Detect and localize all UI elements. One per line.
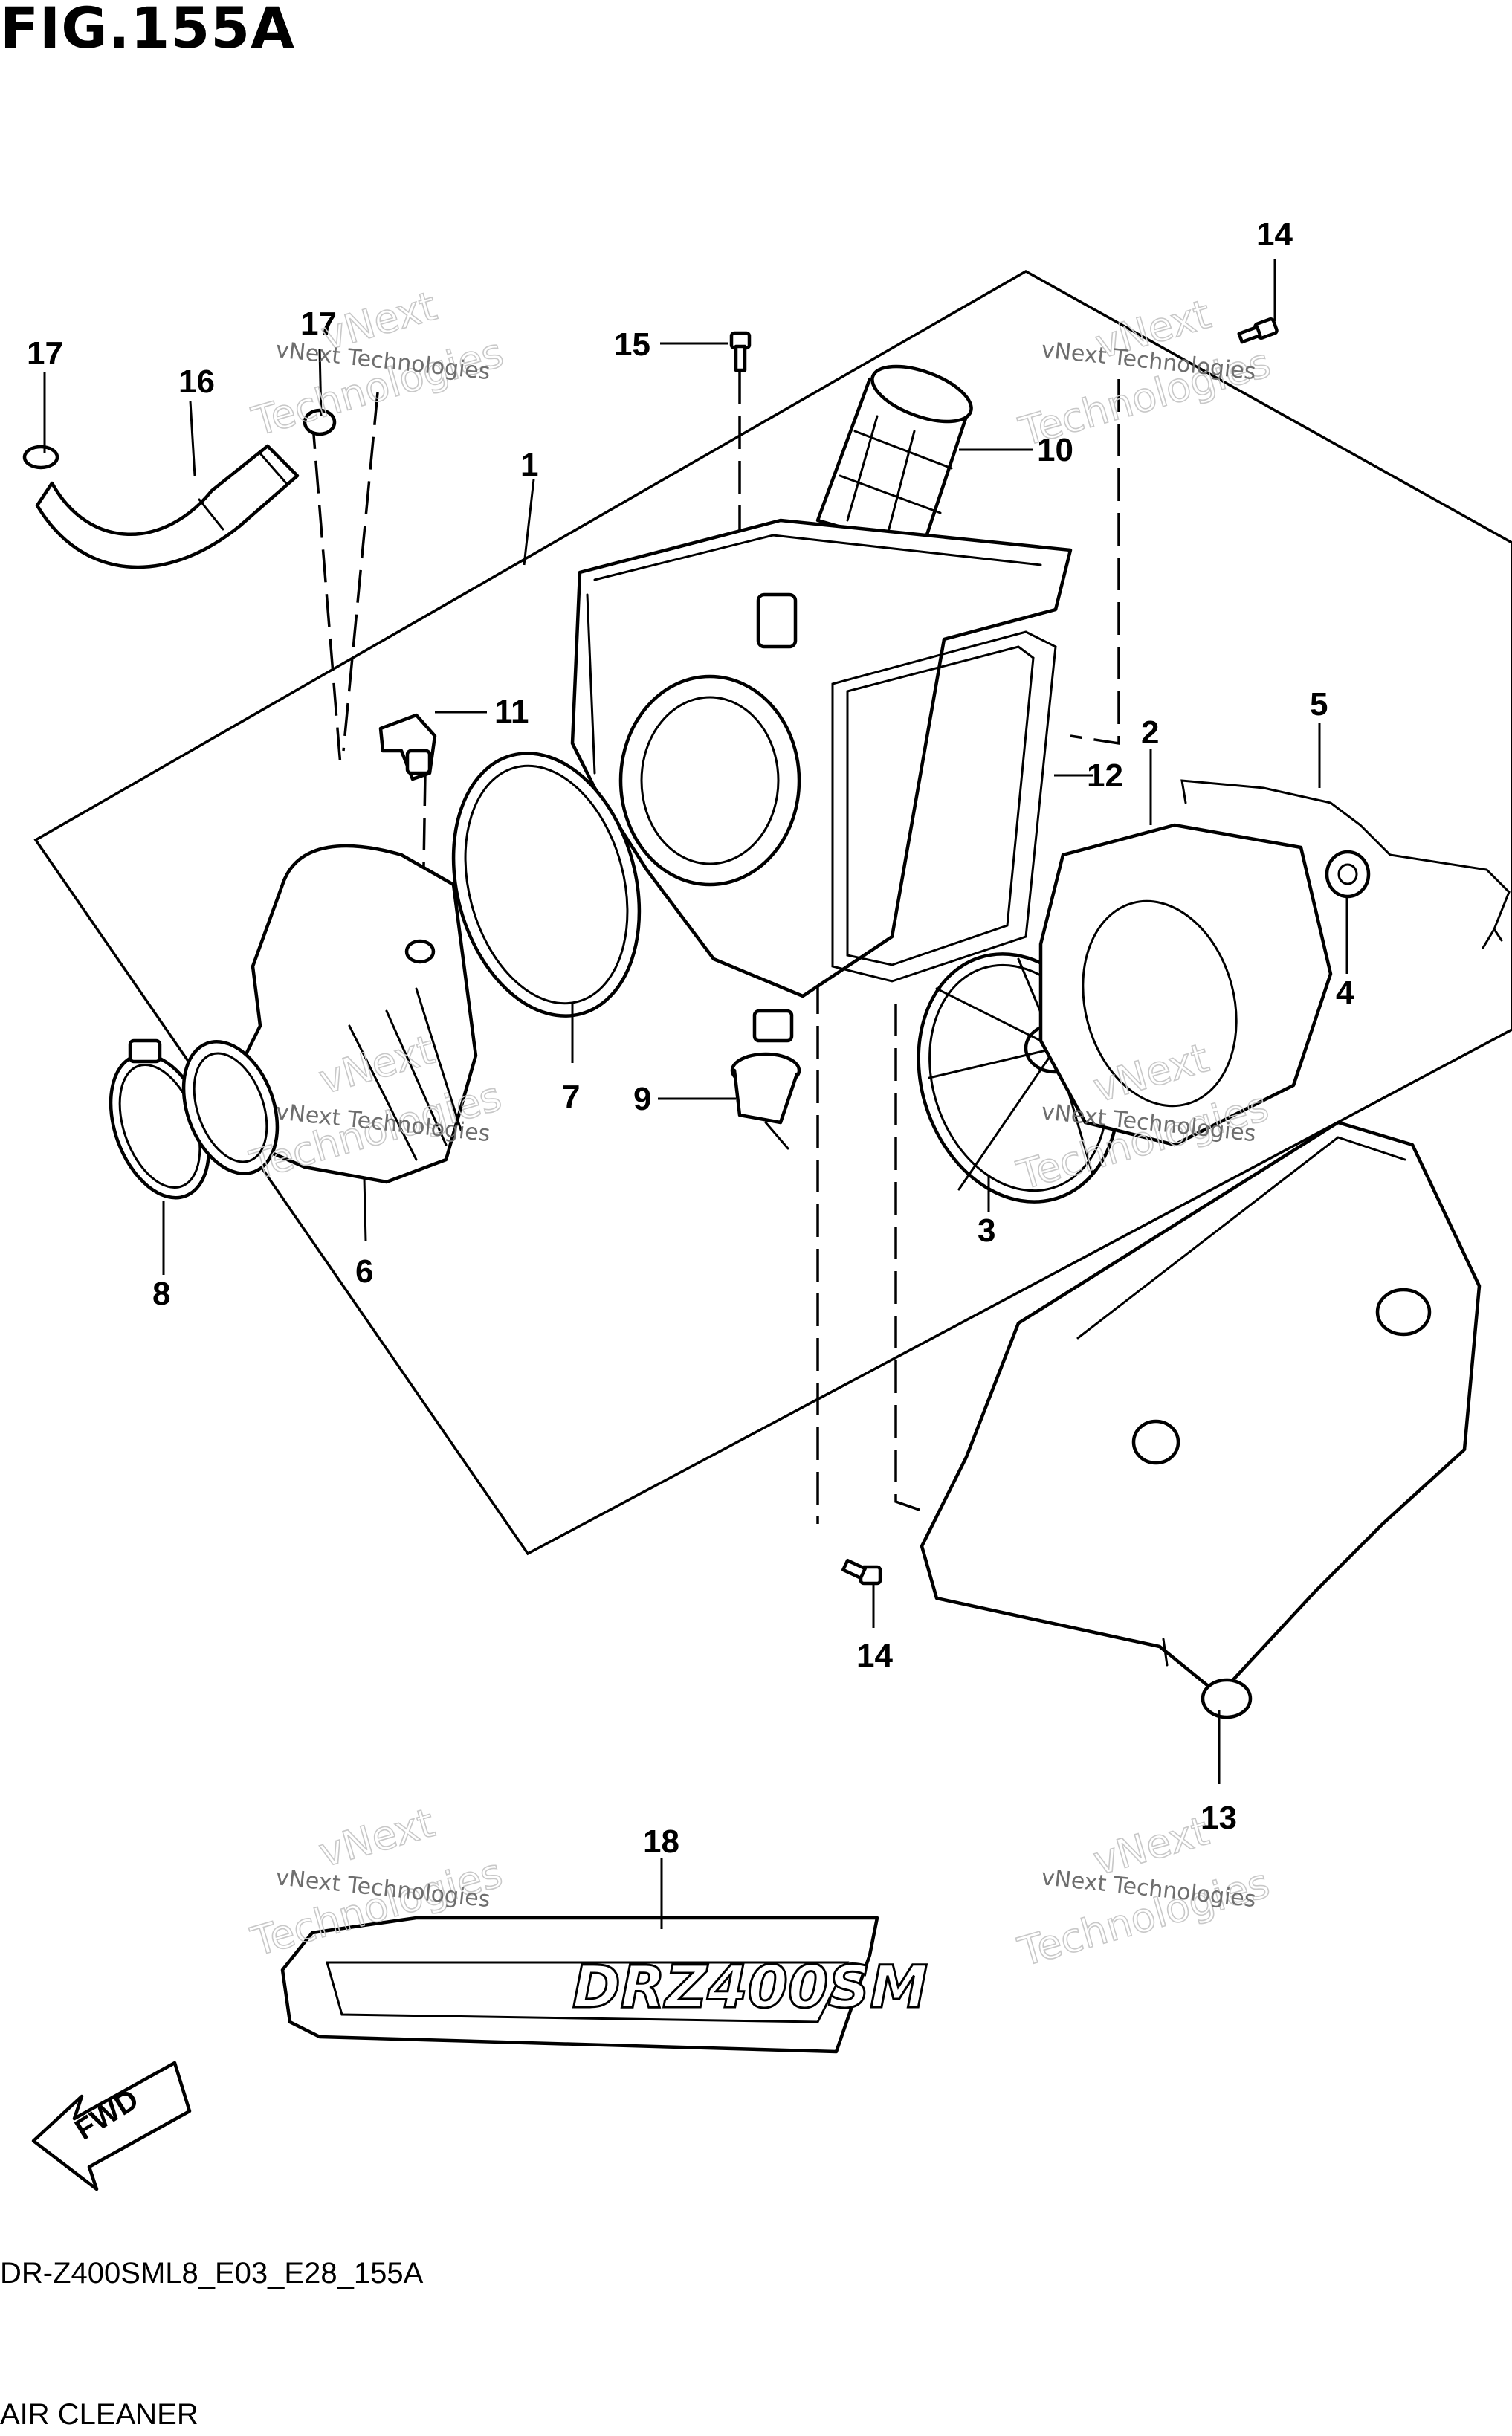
callout-7: 7 xyxy=(562,1079,580,1115)
spring-wire xyxy=(1180,779,1511,949)
callout-4: 4 xyxy=(1336,975,1354,1011)
callout-18: 18 xyxy=(643,1823,679,1860)
callout-2: 2 xyxy=(1141,714,1159,751)
grommet xyxy=(1325,850,1371,899)
callout-10: 10 xyxy=(1037,432,1073,468)
callout-12: 12 xyxy=(1087,757,1123,794)
callout-13: 13 xyxy=(1201,1800,1237,1836)
leader-lines xyxy=(43,259,1348,1929)
callout-1: 1 xyxy=(520,447,538,483)
assembly-frame xyxy=(33,269,1512,1556)
callout-14-top: 14 xyxy=(1256,216,1293,253)
callout-14-bottom: 14 xyxy=(856,1638,893,1674)
figure-title: FIG.155A xyxy=(0,0,295,61)
intake-boot xyxy=(815,364,973,552)
case-gasket xyxy=(831,630,1057,983)
side-cover xyxy=(920,1120,1482,1719)
hose-clamp-left xyxy=(22,445,59,470)
intake-duct xyxy=(221,844,478,1184)
hose-clamp-right xyxy=(303,408,337,436)
callout-16: 16 xyxy=(178,364,215,400)
callout-9: 9 xyxy=(633,1081,651,1117)
forward-arrow: FWD xyxy=(31,2061,192,2191)
filter-element xyxy=(1038,823,1333,1147)
callout-17-right: 17 xyxy=(300,306,337,342)
screw-15 xyxy=(729,331,752,372)
duct-opening xyxy=(181,1040,280,1175)
hose-fitting xyxy=(378,713,437,781)
callout-8: 8 xyxy=(152,1276,170,1312)
screw-14-top xyxy=(1237,317,1279,344)
callout-5: 5 xyxy=(1310,686,1328,723)
drain-plug xyxy=(730,1052,801,1150)
callout-6: 6 xyxy=(355,1253,373,1290)
callout-labels: 1 2 3 4 5 6 7 8 9 10 11 12 13 14 14 15 1… xyxy=(27,216,1354,1860)
seal-ring xyxy=(451,752,642,1018)
svg-text:vNext: vNext xyxy=(314,1799,439,1876)
decal-text: DRZ400SM xyxy=(572,1954,928,2021)
callout-15: 15 xyxy=(614,326,650,363)
screw-14-bottom xyxy=(841,1558,882,1586)
callout-11: 11 xyxy=(494,694,529,730)
callout-3: 3 xyxy=(978,1212,995,1249)
breather-hose xyxy=(35,444,300,569)
model-code: DR-Z400SML8_E03_E28_155A xyxy=(0,2257,424,2290)
callout-17-left: 17 xyxy=(27,335,63,372)
air-cleaner-case xyxy=(570,518,1073,1043)
sm-decal: DRZ400SM xyxy=(280,1916,928,2054)
section-name: AIR CLEANER xyxy=(0,2398,198,2431)
